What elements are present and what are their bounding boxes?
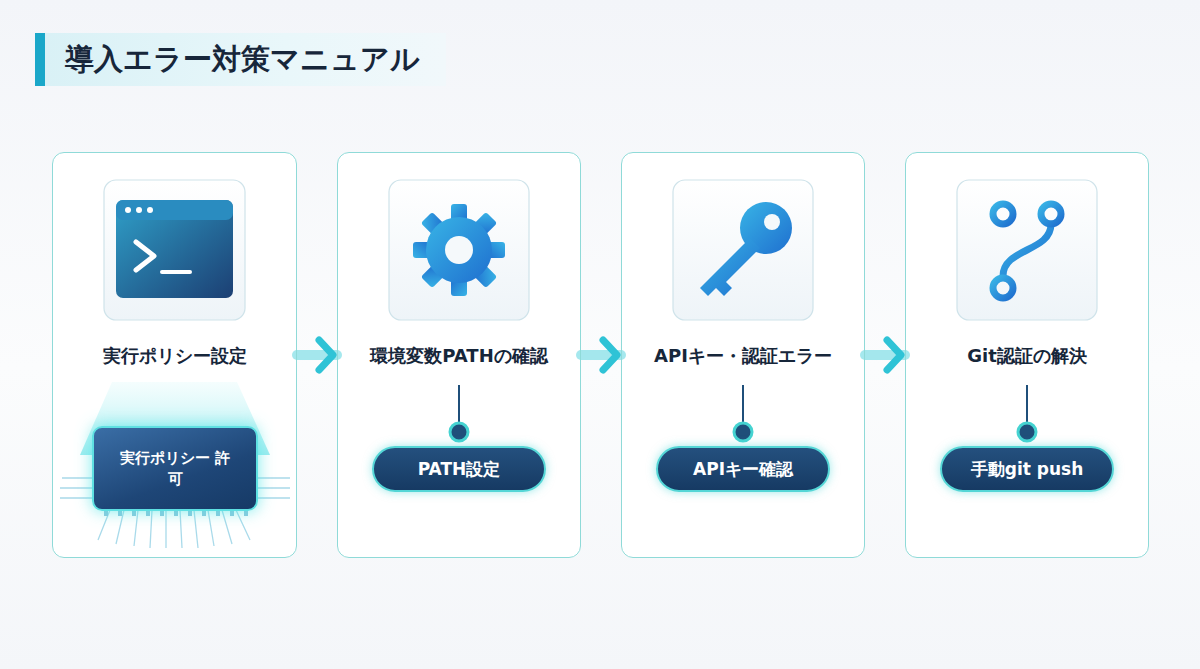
step-card: 環境変数PATHの確認 PATH設定 — [337, 152, 581, 558]
step-title: 環境変数PATHの確認 — [338, 341, 580, 371]
chip-label: 実行ポリシー 許可 — [119, 448, 231, 490]
pill-label: 手動git push — [971, 458, 1084, 480]
step-title: Git認証の解決 — [906, 341, 1148, 371]
arrow-head — [603, 340, 617, 370]
pill-label: PATH設定 — [418, 458, 501, 480]
flow-arrow — [581, 340, 621, 370]
pill-label: APIキー確認 — [693, 458, 793, 480]
action-pill: PATH設定 — [372, 446, 546, 492]
arrow-head — [319, 340, 333, 370]
action-pill: APIキー確認 — [656, 446, 830, 492]
flow-arrow — [297, 340, 337, 370]
flow-arrow — [865, 340, 905, 370]
chip-badge: 実行ポリシー 許可 — [92, 426, 258, 511]
step-card: APIキー・認証エラー APIキー確認 — [621, 152, 865, 558]
title: 導入エラー対策マニュアル — [45, 33, 446, 86]
action-pill: 手動git push — [940, 446, 1114, 492]
step-card: Git認証の解決手動git push — [905, 152, 1149, 558]
arrow-head — [887, 340, 901, 370]
step-card: 実行ポリシー設定実行ポリシー 許可 — [52, 152, 297, 558]
step-title: APIキー・認証エラー — [622, 341, 864, 371]
title-bar: 導入エラー対策マニュアル — [35, 33, 446, 86]
step-title: 実行ポリシー設定 — [53, 341, 296, 371]
